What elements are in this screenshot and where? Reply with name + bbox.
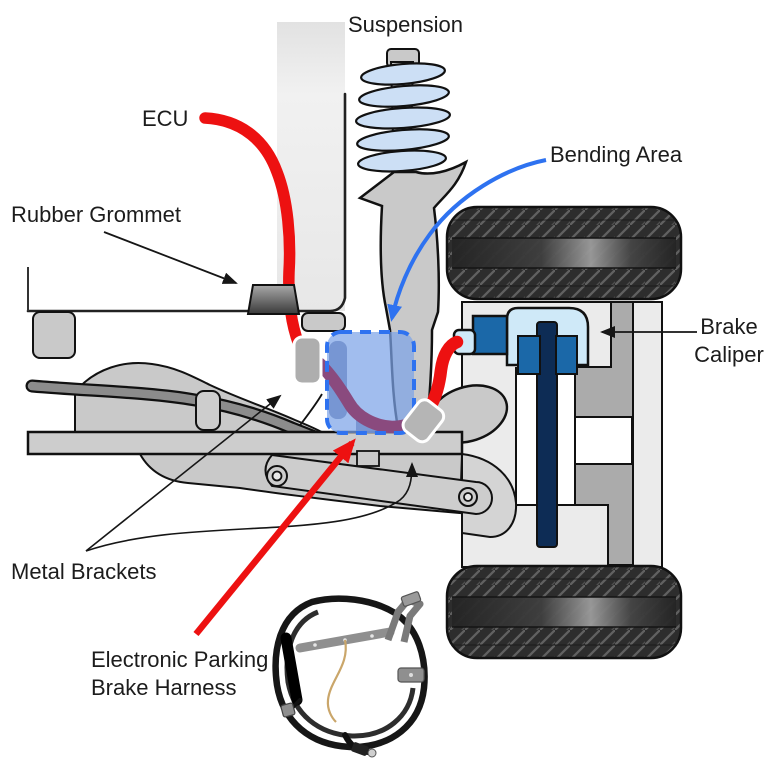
label-epb-line1: Electronic Parking — [91, 647, 269, 672]
body-bottom-edge — [26, 92, 347, 313]
brake-pad-right — [555, 335, 578, 375]
bracket-pointer-1 — [85, 394, 282, 552]
tire-bottom — [445, 564, 683, 660]
tire-top — [445, 205, 683, 301]
label-epb-harness: Electronic Parking Brake Harness — [91, 646, 268, 702]
grommet-pointer — [103, 231, 238, 284]
label-ecu: ECU — [142, 106, 189, 131]
label-brake-caliper-line1: Brake — [700, 314, 758, 339]
wheel-assembly — [452, 301, 663, 568]
label-metal-brackets: Metal Brackets — [11, 559, 157, 584]
label-suspension: Suspension — [348, 12, 463, 37]
spring-coil — [357, 149, 447, 173]
epb-harness-photo — [272, 591, 428, 758]
strut-coil-spring — [355, 48, 451, 177]
spring-coil — [356, 128, 450, 152]
arm-edge-line — [297, 393, 323, 429]
annotation-pointers — [85, 158, 697, 637]
label-rubber-grommet: Rubber Grommet — [11, 202, 181, 227]
spring-coil — [360, 62, 446, 86]
metal-bracket-left — [292, 335, 323, 386]
epb-actuator-motor — [471, 314, 509, 356]
spring-coil — [355, 106, 451, 130]
wheel-cutout — [572, 416, 633, 465]
label-brake-caliper: Brake Caliper — [690, 313, 768, 369]
bushing-block — [301, 312, 346, 332]
brake-pad-left — [517, 335, 541, 375]
bending-area-border — [325, 330, 416, 435]
subframe-mount — [32, 311, 76, 359]
stabilizer-clamp — [195, 390, 221, 431]
label-epb-line2: Brake Harness — [91, 675, 237, 700]
bending-area-overlay — [292, 330, 464, 444]
steering-knuckle — [357, 159, 509, 444]
metal-bracket-right — [401, 398, 446, 444]
link-arm — [264, 453, 493, 516]
bending-area-pointer — [387, 158, 547, 322]
rubber-grommet — [246, 284, 301, 315]
epb-harness-pointer — [193, 438, 356, 637]
brake-rotor — [536, 321, 558, 548]
beam-bolt — [356, 450, 380, 467]
car-body-panel — [26, 22, 347, 313]
lower-suspension — [26, 430, 518, 539]
crossmember-beam — [26, 430, 464, 456]
bracket-pointer-2 — [85, 462, 418, 552]
label-brake-caliper-line2: Caliper — [694, 342, 764, 367]
spring-coil — [358, 84, 450, 108]
stabilizer-bar — [25, 379, 327, 446]
label-bending-area: Bending Area — [550, 142, 683, 167]
